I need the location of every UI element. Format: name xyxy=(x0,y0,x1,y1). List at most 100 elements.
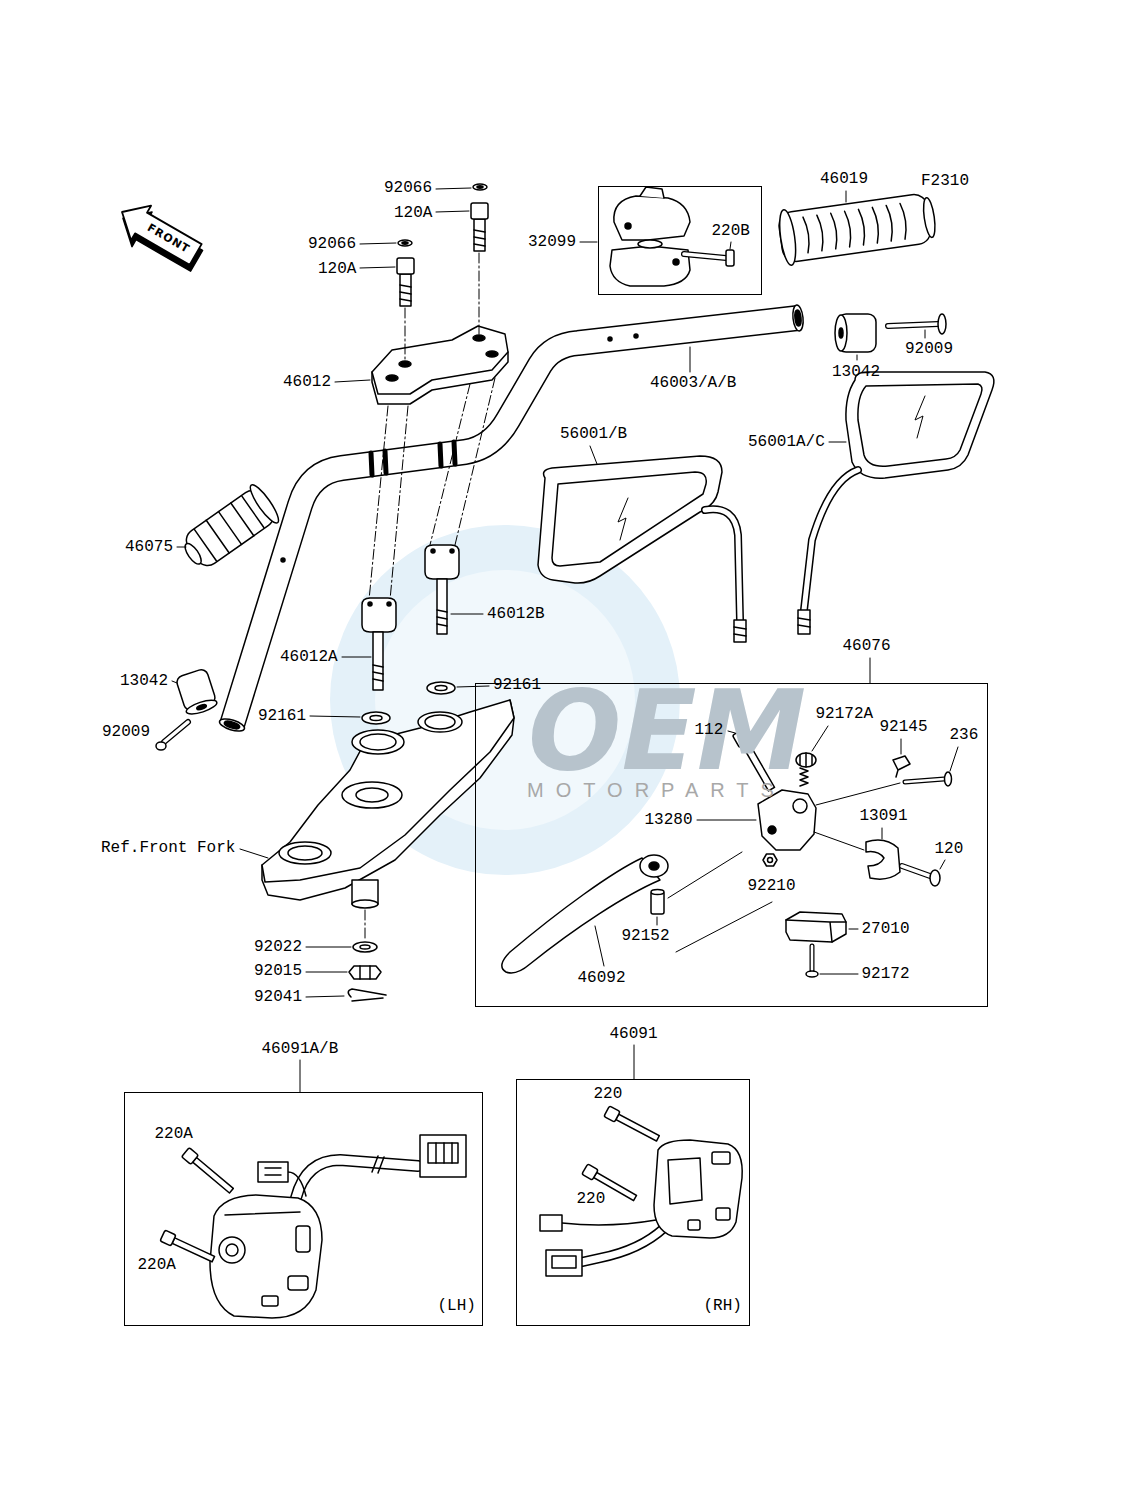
left-switch-housing xyxy=(182,1148,199,1165)
callout-number: 46019 xyxy=(820,170,868,188)
handlebar-clamp xyxy=(405,308,406,360)
steering-stem-head xyxy=(425,715,455,729)
handlebar-clamp xyxy=(474,230,485,232)
left-switch-housing xyxy=(420,1135,466,1177)
handlebar-grip xyxy=(206,520,229,553)
handlebar-clamp xyxy=(400,292,411,294)
callout-number: 46091 xyxy=(610,1025,658,1043)
mirror xyxy=(734,634,746,636)
callout-number: 27010 xyxy=(862,920,910,938)
left-switch-housing xyxy=(182,1148,236,1196)
steering-stem-head xyxy=(352,900,378,908)
leader-line xyxy=(300,1060,301,1092)
handlebar-grip xyxy=(777,193,932,263)
callout-number: 120A xyxy=(394,204,432,222)
handlebar-clamp xyxy=(474,244,485,246)
handlebar-holder xyxy=(435,686,447,691)
bar-end-weight xyxy=(185,697,219,716)
callout-number: 92015 xyxy=(254,962,302,980)
leader-line xyxy=(335,380,370,382)
callout-number: 46012A xyxy=(280,648,338,666)
brake-lever-assembly xyxy=(502,858,660,973)
handlebar-clamp xyxy=(369,406,388,600)
callout-number: 220A xyxy=(155,1125,193,1143)
handlebar-holder xyxy=(431,549,435,553)
left-switch-housing xyxy=(296,1160,418,1198)
leader-line xyxy=(950,747,958,771)
handlebar-holder xyxy=(425,545,459,579)
callout-number: 46012B xyxy=(487,605,545,623)
handlebar-holder xyxy=(437,617,447,619)
handlebar-grip xyxy=(246,482,282,527)
mirror xyxy=(538,456,722,583)
front-arrow xyxy=(110,195,210,278)
bar-end-weight xyxy=(888,324,938,326)
right-switch-housing xyxy=(604,1106,620,1122)
mirror xyxy=(798,625,810,627)
brake-lever-assembly xyxy=(905,779,944,782)
brake-lever-assembly xyxy=(768,826,776,834)
handlebar xyxy=(218,305,804,734)
mirror xyxy=(804,470,858,610)
handlebar-clamp xyxy=(372,326,508,394)
brake-lever-assembly xyxy=(651,890,664,895)
callout-number: 92066 xyxy=(384,179,432,197)
right-switch-housing xyxy=(582,1164,598,1180)
bar-end-weight xyxy=(164,722,188,742)
left-switch-housing xyxy=(296,1226,310,1252)
steering-stem-head xyxy=(360,945,370,949)
callout-number: 46003/A/B xyxy=(650,374,736,392)
leader-line xyxy=(846,191,847,202)
watermark-text: MOTORPARTS xyxy=(527,779,786,801)
handlebar-clamp xyxy=(477,186,483,188)
handlebar-clamp xyxy=(479,253,480,334)
callout-number: 46075 xyxy=(125,538,173,556)
right-switch-housing xyxy=(582,1228,664,1262)
watermark-text: OEM xyxy=(528,676,806,786)
brake-lever-assembly xyxy=(649,862,659,870)
brake-lever-assembly xyxy=(786,912,846,942)
handlebar-clamp xyxy=(473,184,487,190)
handlebar xyxy=(792,305,805,332)
mirror xyxy=(846,372,994,478)
steering-stem-head xyxy=(360,734,396,750)
callout-number: 112 xyxy=(695,721,724,739)
diagram-code: F2310 xyxy=(921,172,969,190)
mirror xyxy=(858,384,982,466)
handlebar-holder xyxy=(427,682,455,694)
handlebar xyxy=(634,334,638,338)
right-switch-housing xyxy=(716,1208,730,1220)
brake-lever-assembly xyxy=(651,892,664,914)
bar-end-weight xyxy=(938,314,946,334)
throttle-case xyxy=(638,240,662,248)
callout-number: 13091 xyxy=(860,807,908,825)
handlebar xyxy=(232,318,798,725)
leader-line xyxy=(925,330,926,338)
left-switch-housing xyxy=(258,1162,288,1182)
callout-number: 13042 xyxy=(832,363,880,381)
brake-lever-assembly xyxy=(810,946,815,970)
left-switch-housing xyxy=(451,1143,453,1163)
leader-line xyxy=(870,658,871,683)
handlebar-clamp xyxy=(369,253,495,600)
leader-line xyxy=(342,657,371,658)
mirror xyxy=(552,472,706,566)
handlebar-holder xyxy=(387,602,391,606)
brake-lever-assembly xyxy=(811,946,814,970)
leader-line xyxy=(310,716,360,717)
steering-stem-head xyxy=(348,989,386,1001)
left-switch-housing xyxy=(172,1238,214,1262)
mirror xyxy=(705,509,740,620)
assembly-box: 4607611292172A92145236132801309112092210… xyxy=(475,683,988,1007)
handlebar-holder xyxy=(362,598,396,632)
callout-number: (LH) xyxy=(438,1297,476,1315)
bar-end-weight xyxy=(835,315,847,351)
mirror xyxy=(798,610,810,634)
steering-stem-head xyxy=(352,730,404,754)
handlebar-clamp xyxy=(397,258,414,274)
handlebar-grip xyxy=(922,197,937,238)
handlebar xyxy=(223,720,240,730)
callout-number: 92145 xyxy=(880,718,928,736)
left-switch-housing xyxy=(428,1143,458,1163)
leader-line xyxy=(306,947,351,948)
